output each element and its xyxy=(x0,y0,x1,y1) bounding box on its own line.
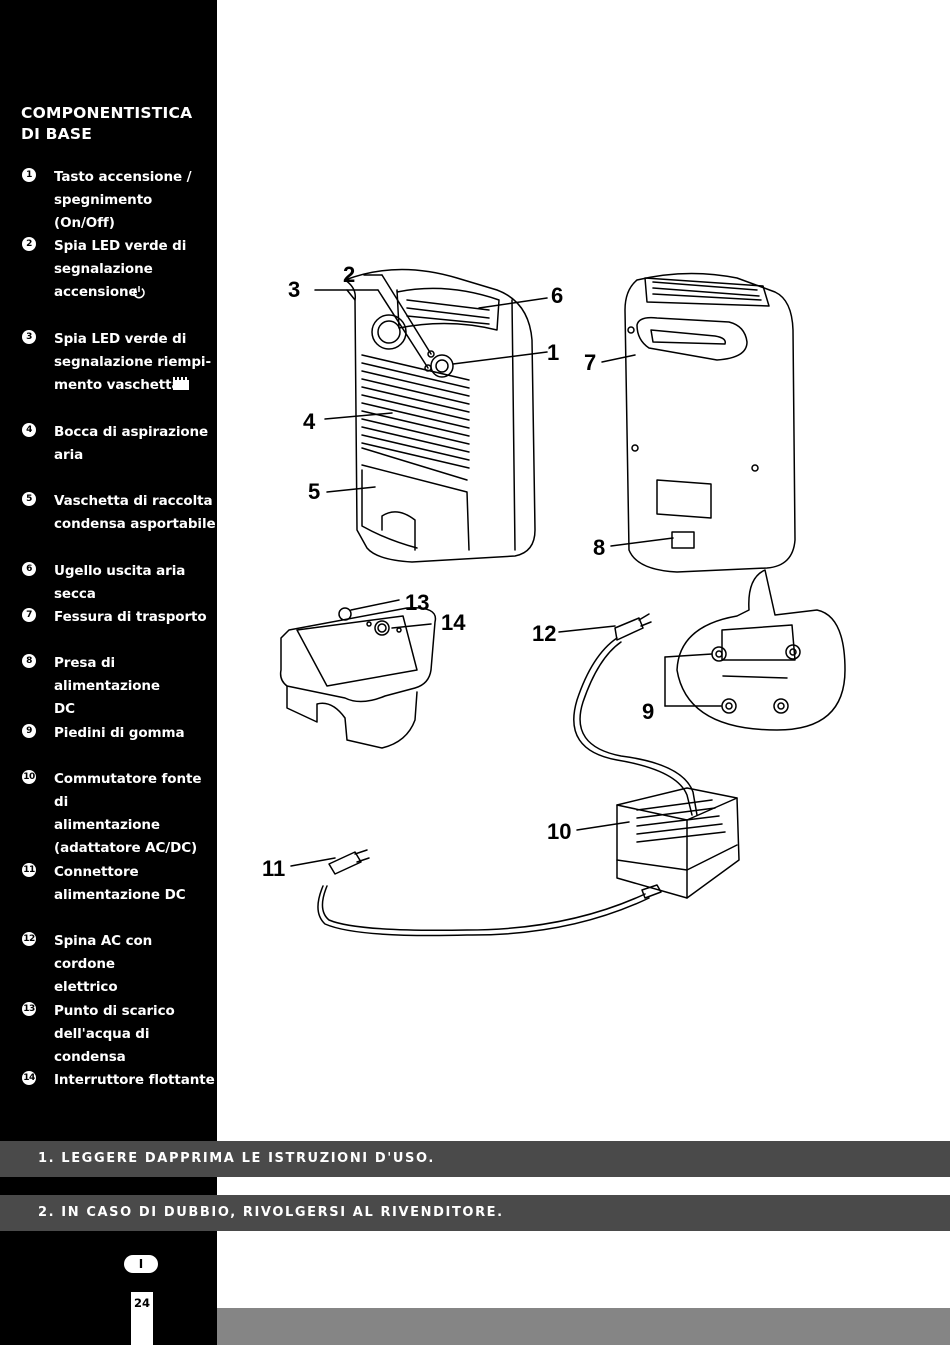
item-number: 4 xyxy=(22,423,36,437)
water-tank-icon xyxy=(173,377,189,390)
notice-read-instructions: 1. LEGGERE DAPPRIMA LE ISTRUZIONI D'USO. xyxy=(0,1141,950,1177)
dehumidifier-back-view xyxy=(624,272,796,573)
item-number: 9 xyxy=(22,724,36,738)
callout-9: 9 xyxy=(642,699,654,724)
item-label: Commutatore fonte di alimentazione (adat… xyxy=(54,771,202,856)
callout-14: 14 xyxy=(441,610,466,635)
callout-11: 11 xyxy=(262,856,285,881)
language-badge: I xyxy=(124,1255,158,1273)
item-label: Presa di alimentazione DC xyxy=(54,655,160,717)
item-number: 6 xyxy=(22,562,36,576)
item-number: 5 xyxy=(22,492,36,506)
item-label: Connettore alimentazione DC xyxy=(54,864,186,903)
notice-contact-dealer: 2. IN CASO DI DUBBIO, RIVOLGERSI AL RIVE… xyxy=(0,1195,950,1231)
callout-1: 1 xyxy=(547,340,559,365)
ac-dc-adapter xyxy=(616,787,740,899)
item-label: Piedini di gomma xyxy=(54,725,185,741)
callout-13: 13 xyxy=(405,590,429,615)
item-number: 1 xyxy=(22,168,36,182)
power-icon xyxy=(133,286,145,299)
sidebar-title: COMPONENTISTICA DI BASE xyxy=(21,104,193,143)
feet-detail-bubble xyxy=(676,569,846,731)
callout-6: 6 xyxy=(551,283,563,308)
dehumidifier-front-view xyxy=(344,268,536,563)
item-label: Interruttore flottante xyxy=(54,1072,215,1088)
item-number: 12 xyxy=(22,932,36,946)
footer-strip xyxy=(217,1308,950,1345)
callout-10: 10 xyxy=(547,819,571,844)
item-label: Ugello uscita aria secca xyxy=(54,563,186,602)
callout-2: 2 xyxy=(343,262,355,287)
item-number: 3 xyxy=(22,330,36,344)
water-tank xyxy=(279,607,437,749)
item-label: Punto di scarico dell'acqua di condensa xyxy=(54,1003,175,1065)
callout-8: 8 xyxy=(593,535,605,560)
ac-plug-cord xyxy=(573,613,698,816)
component-diagram: 1 2 3 4 5 6 7 8 9 10 11 12 13 14 xyxy=(262,262,846,937)
item-label: Spia LED verde di segnalazione riempi- m… xyxy=(54,331,211,393)
callout-3: 3 xyxy=(288,277,300,302)
item-number: 11 xyxy=(22,863,36,877)
item-label: Tasto accensione / spegnimento (On/Off) xyxy=(54,169,192,231)
item-number: 14 xyxy=(22,1071,36,1085)
item-label: Spina AC con cordone elettrico xyxy=(54,933,153,995)
item-label: Bocca di aspirazione aria xyxy=(54,424,209,463)
dc-cable xyxy=(317,849,650,937)
item-number: 2 xyxy=(22,237,36,251)
component-sidebar: COMPONENTISTICA DI BASE 1 Tasto accensio… xyxy=(0,0,217,1345)
callout-7: 7 xyxy=(584,350,596,375)
item-number: 13 xyxy=(22,1002,36,1016)
item-label: Vaschetta di raccolta condensa asportabi… xyxy=(54,493,216,532)
callout-leaders xyxy=(290,274,722,867)
callout-12: 12 xyxy=(532,621,556,646)
page-number-tab: 24 xyxy=(131,1292,153,1345)
callout-4: 4 xyxy=(303,409,316,434)
callout-5: 5 xyxy=(308,479,320,504)
page-number: 24 xyxy=(133,1296,150,1310)
item-number: 7 xyxy=(22,608,36,622)
item-number: 10 xyxy=(22,770,36,784)
item-number: 8 xyxy=(22,654,36,668)
item-label: Fessura di trasporto xyxy=(54,609,207,625)
item-label: Spia LED verde di segnalazione accension… xyxy=(54,238,187,300)
